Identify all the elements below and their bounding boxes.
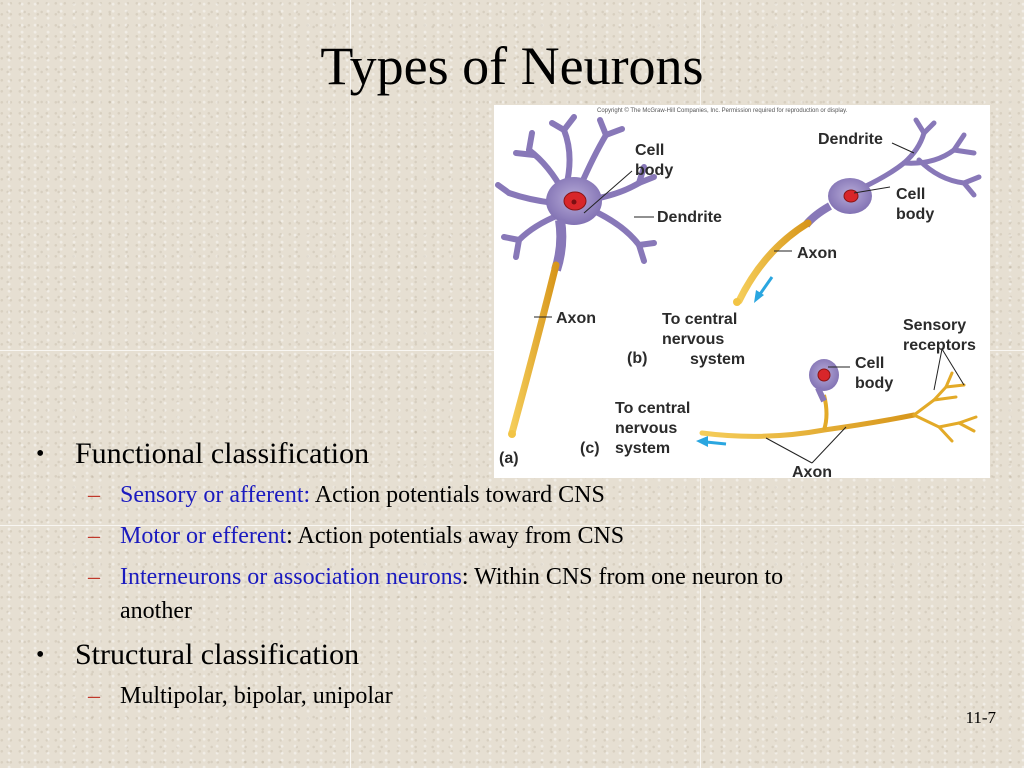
label-b-cell-body-2: body bbox=[896, 206, 934, 223]
label-c-to-cns-2: nervous bbox=[615, 420, 677, 437]
label-b-panel-tag: (b) bbox=[627, 350, 647, 367]
label-b-to-cns-1: To central bbox=[662, 311, 737, 328]
label-b-dendrite: Dendrite bbox=[818, 131, 883, 148]
tile-seam bbox=[350, 0, 351, 768]
bullet-glyph: • bbox=[36, 441, 45, 467]
sub-bullet-structural-types: – Multipolar, bipolar, unipolar bbox=[30, 679, 820, 713]
label-c-panel-tag: (c) bbox=[580, 440, 600, 457]
bullet-glyph: • bbox=[36, 642, 45, 668]
bipolar-neuron bbox=[733, 117, 982, 306]
label-c-to-cns-1: To central bbox=[615, 400, 690, 417]
dash-glyph: – bbox=[88, 482, 100, 508]
desc-motor: : Action potentials away from CNS bbox=[286, 523, 625, 549]
bullet-functional: • Functional classification bbox=[30, 434, 820, 474]
label-c-cell-body-2: body bbox=[855, 375, 893, 392]
neuron-types-figure: Copyright © The McGraw-Hill Companies, I… bbox=[494, 105, 990, 478]
label-c-axon: Axon bbox=[792, 464, 832, 478]
label-c-to-cns-3: system bbox=[615, 440, 670, 457]
slide-number: 11-7 bbox=[965, 708, 996, 727]
desc-interneurons: : Within CNS from one neuron to another bbox=[120, 564, 784, 624]
dash-glyph: – bbox=[88, 564, 100, 590]
label-a-dendrite: Dendrite bbox=[657, 209, 722, 226]
label-b-to-cns-2: nervous bbox=[662, 331, 724, 348]
dash-glyph: – bbox=[88, 683, 100, 709]
bullet-structural: • Structural classification bbox=[30, 635, 820, 675]
label-c-sensory-2: receptors bbox=[903, 337, 976, 354]
sub-bullet-sensory: – Sensory or afferent: Action potentials… bbox=[30, 478, 820, 512]
desc-sensory: Action potentials toward CNS bbox=[310, 482, 605, 508]
sub-bullet-interneurons: – Interneurons or association neurons: W… bbox=[30, 560, 820, 628]
label-a-cell-body-1: Cell bbox=[635, 142, 664, 159]
term-motor: Motor or efferent bbox=[120, 523, 287, 549]
label-a-cell-body-2: body bbox=[635, 162, 673, 179]
bullet-list: • Functional classification – Sensory or… bbox=[30, 434, 820, 720]
sub-bullet-motor: – Motor or efferent: Action potentials a… bbox=[30, 519, 820, 553]
label-c-sensory-1: Sensory bbox=[903, 317, 966, 334]
bullet-text: Structural classification bbox=[75, 638, 360, 671]
copyright-notice: Copyright © The McGraw-Hill Companies, I… bbox=[597, 107, 848, 114]
term-sensory: Sensory or afferent: bbox=[120, 482, 311, 508]
label-a-axon: Axon bbox=[556, 310, 596, 327]
label-a-panel-tag: (a) bbox=[499, 450, 519, 467]
slide-title: Types of Neurons bbox=[320, 36, 704, 96]
label-b-cell-body-1: Cell bbox=[896, 186, 925, 203]
structural-types-text: Multipolar, bipolar, unipolar bbox=[120, 683, 393, 709]
tile-seam bbox=[0, 525, 1024, 526]
label-c-cell-body-1: Cell bbox=[855, 355, 884, 372]
multipolar-neuron bbox=[495, 114, 657, 438]
label-b-axon: Axon bbox=[797, 245, 837, 262]
dash-glyph: – bbox=[88, 523, 100, 549]
term-interneurons: Interneurons or association neurons bbox=[120, 564, 462, 590]
bullet-text: Functional classification bbox=[75, 437, 370, 470]
unipolar-neuron bbox=[696, 348, 978, 464]
label-b-to-cns-3: system bbox=[690, 351, 745, 368]
